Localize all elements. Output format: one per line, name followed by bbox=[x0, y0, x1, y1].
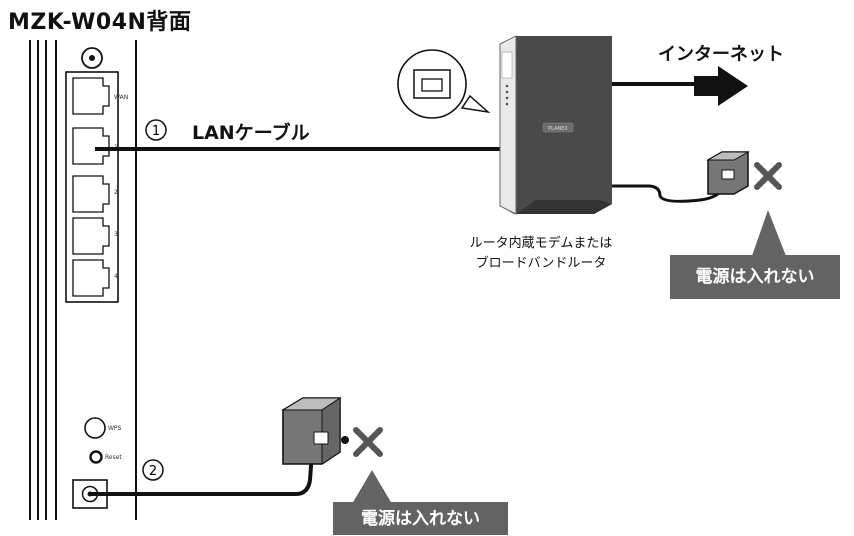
lan-cable-label: LANケーブル bbox=[192, 122, 310, 144]
internet-arrow-icon bbox=[694, 66, 748, 106]
wps-button bbox=[84, 417, 106, 439]
callout-right-pointer bbox=[752, 210, 786, 256]
ac-adapter-bottom-icon bbox=[281, 397, 349, 465]
wps-label: WPS bbox=[108, 425, 122, 432]
port-label-4: 4 bbox=[114, 273, 118, 280]
reset-button bbox=[89, 450, 103, 464]
bottom-power-cable bbox=[90, 451, 314, 496]
port-label-3: 3 bbox=[114, 231, 118, 238]
reset-label: Reset bbox=[105, 454, 122, 461]
device-back-panel bbox=[29, 40, 137, 520]
internet-label: インターネット bbox=[658, 44, 784, 65]
router-power-cable bbox=[612, 179, 728, 203]
step1-marker: 1 bbox=[145, 119, 167, 141]
router-brand: PLANEX bbox=[548, 126, 568, 132]
wan-port-icon bbox=[72, 77, 110, 115]
svg-text:1: 1 bbox=[152, 124, 160, 139]
broadband-router: PLANEX bbox=[499, 35, 612, 215]
callout-no-power-bottom: 電源は入れない bbox=[333, 502, 508, 535]
lan-port-3-icon bbox=[72, 217, 110, 255]
step2-marker: 2 bbox=[142, 459, 164, 481]
lan-port-1-icon bbox=[72, 127, 110, 165]
no-cross-right-icon bbox=[754, 162, 782, 190]
router-caption-line2: ブロードバンドルータ bbox=[475, 256, 607, 271]
port-label-wan: WAN bbox=[114, 94, 128, 101]
no-cross-bottom-icon bbox=[353, 427, 383, 457]
ethernet-ports bbox=[72, 77, 110, 297]
lan-port-4-icon bbox=[72, 259, 110, 297]
port-zoom-bubble bbox=[397, 49, 491, 119]
callout-bottom-pointer bbox=[352, 470, 392, 504]
port-label-2: 2 bbox=[114, 189, 118, 196]
page-title: MZK-W04N背面 bbox=[8, 10, 192, 35]
antenna-connector-icon bbox=[81, 47, 103, 69]
svg-text:2: 2 bbox=[149, 464, 157, 479]
router-caption: ルータ内蔵モデムまたは ブロードバンドルータ bbox=[446, 234, 636, 274]
callout-no-power-right: 電源は入れない bbox=[670, 255, 840, 299]
router-caption-line1: ルータ内蔵モデムまたは bbox=[469, 236, 613, 251]
ac-adapter-right-icon bbox=[706, 151, 750, 195]
lan-port-2-icon bbox=[72, 175, 110, 213]
